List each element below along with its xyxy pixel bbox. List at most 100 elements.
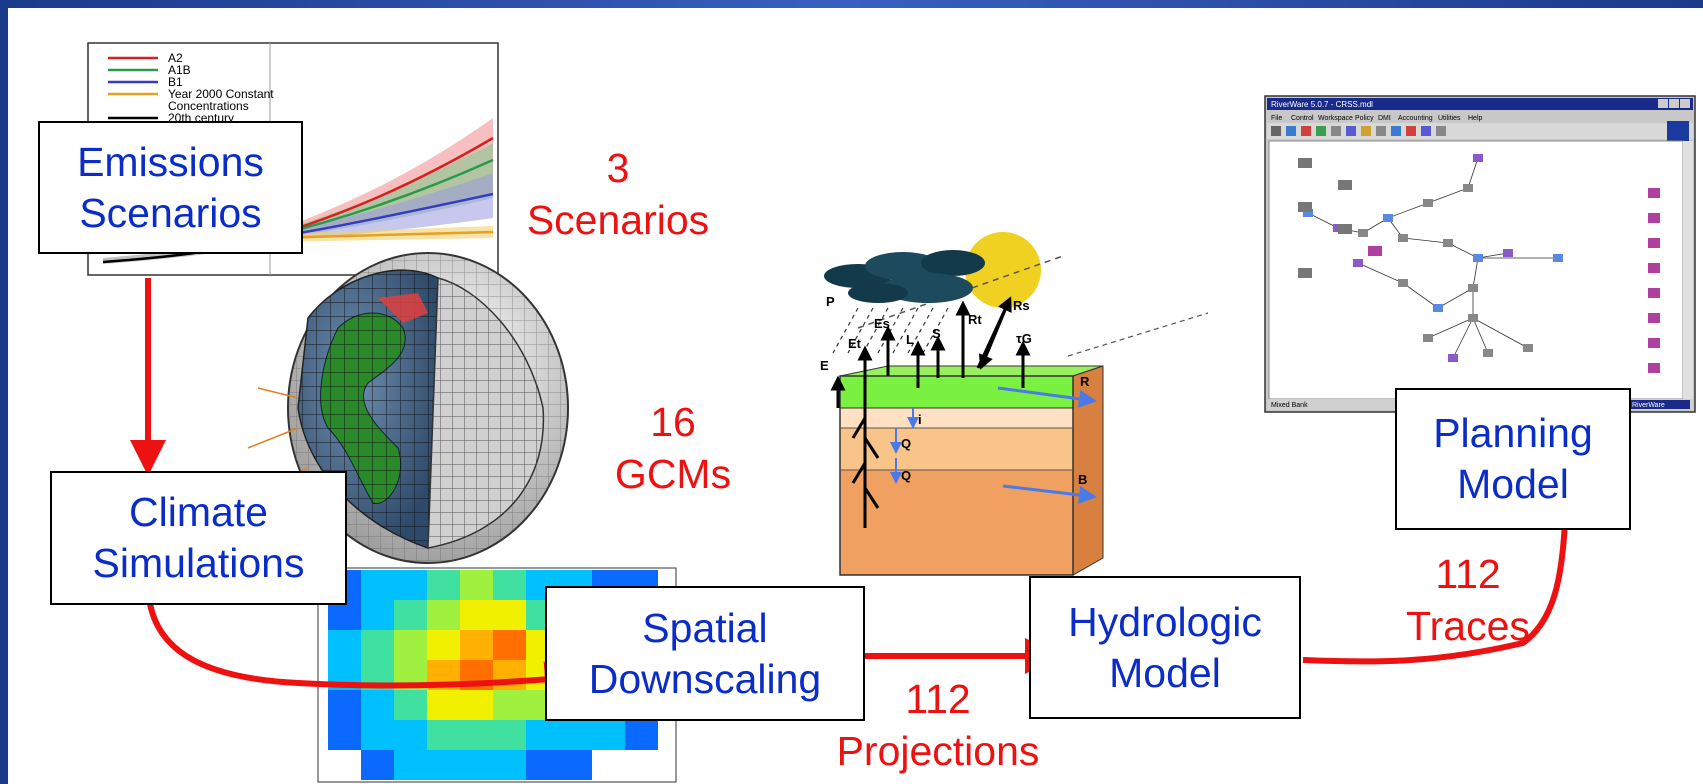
toolbar-tool-icon[interactable] (1361, 126, 1371, 136)
riverware-logo: RiverWare (1632, 402, 1665, 409)
network-object[interactable] (1338, 224, 1352, 234)
map-cell (361, 750, 394, 780)
toolbar-tool-icon[interactable] (1346, 126, 1356, 136)
schedule-object[interactable] (1648, 363, 1660, 373)
label-e: E (820, 358, 829, 373)
map-cell (328, 600, 361, 630)
toolbar-tool-icon[interactable] (1436, 126, 1446, 136)
network-node[interactable] (1553, 254, 1563, 262)
planning-line2: Model (1457, 461, 1569, 507)
map-cell (526, 720, 559, 750)
toolbar-tool-icon[interactable] (1316, 126, 1326, 136)
map-cell (460, 690, 493, 720)
label-rs: Rs (1013, 298, 1030, 313)
network-node[interactable] (1468, 314, 1478, 322)
network-link (1427, 187, 1469, 204)
window-status: Mixed Bank (1271, 402, 1308, 409)
climate-line1: Climate (129, 489, 268, 535)
menu-accounting[interactable]: Accounting (1398, 115, 1433, 122)
scenarios-count-label: 3 Scenarios (498, 142, 738, 246)
toolbar-tool-icon[interactable] (1406, 126, 1416, 136)
network-object[interactable] (1298, 202, 1312, 212)
toolbar-tool-icon[interactable] (1376, 126, 1386, 136)
map-cell (427, 690, 460, 720)
map-cell (493, 750, 526, 780)
toolbar-tool-icon[interactable] (1391, 126, 1401, 136)
traces-unit: Traces (1406, 603, 1530, 649)
network-node[interactable] (1463, 184, 1473, 192)
gcms-unit: GCMs (614, 451, 732, 497)
projections-count-label: 112 Projections (808, 673, 1068, 777)
menu-dmi[interactable]: DMI (1378, 115, 1391, 122)
network-node[interactable] (1503, 249, 1513, 257)
schedule-object[interactable] (1648, 188, 1660, 198)
legend-a1b: A1B (168, 63, 191, 77)
arrow-climate-to-downscaling (145, 582, 581, 698)
network-object[interactable] (1368, 246, 1382, 256)
network-link (1472, 317, 1489, 354)
network-node[interactable] (1443, 239, 1453, 247)
map-cell (559, 720, 592, 750)
schedule-object[interactable] (1648, 263, 1660, 273)
gcms-count: 16 (650, 399, 696, 445)
schedule-object[interactable] (1648, 213, 1660, 223)
menu-utilities[interactable]: Utilities (1438, 115, 1461, 122)
network-node[interactable] (1423, 199, 1433, 207)
menu-policy[interactable]: Policy (1355, 115, 1374, 122)
map-cell (526, 750, 559, 780)
network-node[interactable] (1473, 254, 1483, 262)
map-cell (361, 720, 394, 750)
menu-control[interactable]: Control (1291, 115, 1314, 122)
network-node[interactable] (1448, 354, 1458, 362)
network-node[interactable] (1473, 154, 1483, 162)
toolbar-tool-icon[interactable] (1286, 126, 1296, 136)
map-cell (361, 600, 394, 630)
network-node[interactable] (1353, 259, 1363, 267)
map-cell (427, 600, 460, 630)
network-node[interactable] (1523, 344, 1533, 352)
network-object[interactable] (1338, 180, 1352, 190)
network-node[interactable] (1383, 214, 1393, 222)
network-node[interactable] (1303, 209, 1313, 217)
network-node[interactable] (1483, 349, 1493, 357)
scenarios-unit: Scenarios (526, 197, 710, 243)
projections-count: 112 (905, 676, 971, 722)
label-q-upper: Q (901, 436, 911, 451)
label-es: Es (874, 316, 890, 331)
network-node[interactable] (1433, 304, 1443, 312)
network-node[interactable] (1468, 284, 1478, 292)
toolbar-tool-icon[interactable] (1421, 126, 1431, 136)
network-node[interactable] (1358, 229, 1368, 237)
hydrologic-line2: Model (1109, 649, 1221, 696)
network-node[interactable] (1398, 234, 1408, 242)
map-cell (493, 630, 526, 660)
gcms-count-label: 16 GCMs (578, 396, 768, 500)
map-cell (394, 720, 427, 750)
network-node[interactable] (1423, 334, 1433, 342)
schedule-object[interactable] (1648, 338, 1660, 348)
toolbar-tool-icon[interactable] (1271, 126, 1281, 136)
menu-file[interactable]: File (1271, 115, 1282, 122)
hydrologic-line1: Hydrologic (1068, 598, 1262, 645)
map-cell (427, 570, 460, 600)
toolbar-tool-icon[interactable] (1331, 126, 1341, 136)
schedule-object[interactable] (1648, 288, 1660, 298)
network-object[interactable] (1298, 268, 1312, 278)
menu-workspace[interactable]: Workspace (1318, 115, 1353, 122)
window-title: RiverWare 5.0.7 - CRSS.mdl (1271, 100, 1373, 109)
toolbar-tool-icon[interactable] (1301, 126, 1311, 136)
schedule-object[interactable] (1648, 313, 1660, 323)
network-link (1427, 317, 1474, 339)
menu-help[interactable]: Help (1468, 115, 1483, 122)
emissions-line1: Emissions (77, 138, 264, 185)
map-cell (328, 630, 361, 660)
map-cell (493, 720, 526, 750)
label-p: P (826, 294, 835, 309)
network-object[interactable] (1298, 158, 1312, 168)
network-node[interactable] (1398, 279, 1408, 287)
arrow-hydrologic-to-planning (1302, 485, 1584, 665)
schedule-object[interactable] (1648, 238, 1660, 248)
map-cell (394, 690, 427, 720)
